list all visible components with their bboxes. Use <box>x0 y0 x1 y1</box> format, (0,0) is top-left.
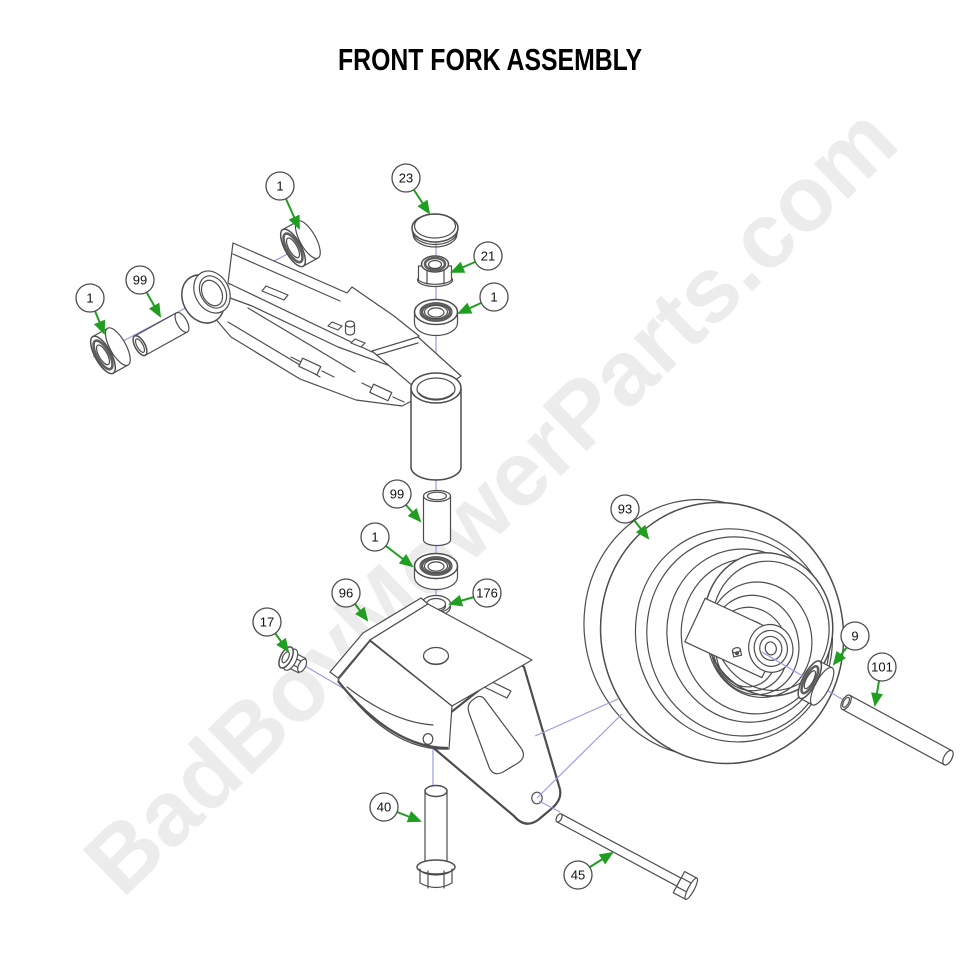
weld-tab <box>369 383 393 402</box>
callout-99-spacer-mid[interactable]: 99 <box>382 479 422 523</box>
callout-label: 1 <box>86 291 93 306</box>
part-fork-bracket <box>329 597 562 825</box>
callout-1-bearing-top[interactable]: 1 <box>265 171 300 230</box>
callout-circle[interactable] <box>75 283 105 313</box>
part-fork-arm-weldment <box>181 242 462 481</box>
callout-99-spacer-left[interactable]: 99 <box>125 265 161 318</box>
bolt-flange <box>416 859 456 875</box>
callout-96-fork-bracket[interactable]: 96 <box>331 578 369 622</box>
plate-slot <box>261 285 289 301</box>
callout-label: 1 <box>276 179 283 194</box>
callout-label: 45 <box>571 868 585 883</box>
part-dust-cap <box>411 213 459 248</box>
part-spacer-mid <box>422 489 452 547</box>
part-wheel-bearing <box>797 660 835 706</box>
callout-label: 9 <box>851 629 858 644</box>
callout-label: 23 <box>399 171 413 186</box>
plate-hole <box>350 338 366 348</box>
callout-101-axle-spacer[interactable]: 101 <box>867 652 897 707</box>
bracket-top-plate <box>369 603 533 707</box>
callout-23-dust-cap[interactable]: 23 <box>391 163 431 215</box>
callout-1-bearing-upper[interactable]: 1 <box>457 282 509 314</box>
callout-label: 40 <box>377 800 391 815</box>
callout-1-bearing-mid[interactable]: 1 <box>360 522 414 568</box>
part-spacer-left <box>132 311 190 357</box>
callout-circle[interactable] <box>473 241 503 271</box>
gusset-cutout <box>467 695 524 775</box>
callout-176-washer[interactable]: 176 <box>448 578 502 608</box>
plate-hole <box>327 321 343 331</box>
callout-circle[interactable] <box>382 479 412 509</box>
callout-label: 101 <box>871 660 893 675</box>
callout-1-bearing-left[interactable]: 1 <box>75 283 106 335</box>
callout-label: 176 <box>476 586 498 601</box>
callout-circle[interactable] <box>252 607 282 637</box>
spindle-tube <box>410 388 462 481</box>
callout-circle[interactable] <box>610 494 640 524</box>
part-bearing-top <box>279 220 321 268</box>
part-axle-spacer <box>840 694 954 766</box>
part-nut-upper <box>416 255 454 288</box>
callout-label: 1 <box>371 530 378 545</box>
callout-label: 17 <box>260 615 274 630</box>
callout-circle[interactable] <box>125 265 155 295</box>
callout-circle[interactable] <box>331 578 361 608</box>
callout-circle[interactable] <box>391 163 421 193</box>
callout-45-axle-bolt[interactable]: 45 <box>563 851 614 890</box>
part-wheel-assembly <box>583 498 845 765</box>
callout-circle[interactable] <box>479 282 509 312</box>
top-plate <box>227 242 420 353</box>
part-flange-nut <box>278 646 308 674</box>
callouts: 1 23 21 1 99 1 99 <box>75 163 897 890</box>
callout-label: 96 <box>339 586 353 601</box>
callout-circle[interactable] <box>867 652 897 682</box>
callout-label: 99 <box>390 487 404 502</box>
callout-circle[interactable] <box>265 171 295 201</box>
callout-17-flange-nut[interactable]: 17 <box>252 607 290 653</box>
part-kingpin-bolt <box>416 784 456 889</box>
callout-label: 21 <box>481 249 495 264</box>
callout-label: 99 <box>133 273 147 288</box>
spindle-tube-bore <box>416 377 456 401</box>
part-bearing-left <box>89 327 131 375</box>
callout-40-kingpin-bolt[interactable]: 40 <box>369 792 422 823</box>
callout-label: 1 <box>490 290 497 305</box>
part-bearing-upper <box>413 298 459 337</box>
pivot-boss-bore <box>198 275 228 309</box>
part-axle-bolt <box>555 813 699 901</box>
callout-circle[interactable] <box>472 578 502 608</box>
callout-93-wheel[interactable]: 93 <box>610 494 650 540</box>
callout-circle[interactable] <box>369 792 399 822</box>
part-bearing-mid <box>413 552 459 591</box>
callout-circle[interactable] <box>840 621 870 651</box>
plate-stud <box>344 320 356 328</box>
callout-label: 93 <box>618 502 632 517</box>
callout-circle[interactable] <box>360 522 390 552</box>
weld-tab <box>298 357 322 376</box>
callout-9-wheel-bearing[interactable]: 9 <box>832 621 870 666</box>
page-title: FRONT FORK ASSEMBLY <box>0 42 980 78</box>
kingpin-hole <box>422 732 434 745</box>
callout-circle[interactable] <box>563 860 593 890</box>
page-title-text: FRONT FORK ASSEMBLY <box>337 42 643 77</box>
callout-21-nut[interactable]: 21 <box>450 241 503 273</box>
